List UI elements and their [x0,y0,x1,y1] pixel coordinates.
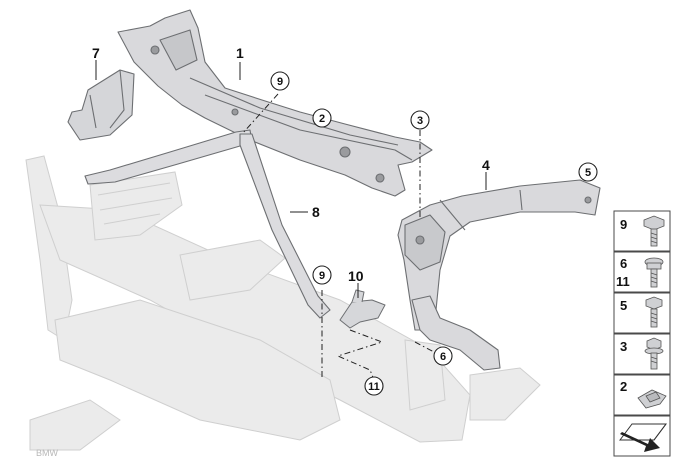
installation-arrow-icon [619,423,667,452]
callout-5: 5 [578,162,598,182]
svg-text:2: 2 [319,113,325,125]
fastener-row-symbol [613,415,671,457]
fastener-row-2: 2 [613,374,671,416]
callout-2: 2 [312,108,332,128]
fastener-row-3: 3 [613,333,671,375]
part-1-upper-cross-member [117,9,433,197]
ghost-front-end-carrier [25,155,541,451]
callout-10: 10 [348,268,364,284]
bolt-hex-icon [645,296,663,328]
callout-4: 4 [482,157,490,173]
svg-text:6: 6 [440,351,446,363]
watermark: BMW [36,448,59,458]
svg-text:5: 5 [585,167,591,179]
callout-3: 3 [410,110,430,130]
svg-text:11: 11 [616,274,630,289]
svg-text:9: 9 [620,217,627,232]
svg-text:11: 11 [368,381,380,393]
svg-text:3: 3 [417,115,423,127]
fastener-row-9: 9 [613,210,671,252]
bolt-washer-icon [644,337,664,370]
assembly-lines [241,93,435,381]
svg-text:2: 2 [620,379,627,394]
part-4-side-carrier [397,179,601,371]
svg-text:6: 6 [620,256,627,271]
spring-nut-clip-icon [637,389,667,409]
svg-text:5: 5 [620,298,627,313]
callout-6: 6 [433,346,453,366]
leader-lines [95,60,487,298]
callout-9-upper: 9 [270,71,290,91]
part-7-cover [67,69,135,141]
part-8-strut-brace [84,129,331,319]
callout-1: 1 [236,45,244,61]
fastener-panel: 9 6 11 5 [613,210,671,457]
callout-9-lower: 9 [312,265,332,285]
callout-8: 8 [312,204,320,220]
bolt-flange-icon [643,215,665,247]
fastener-row-6-11: 6 11 [613,251,671,293]
fastener-row-5: 5 [613,292,671,334]
torx-bolt-icon [644,257,664,288]
callout-11: 11 [364,376,384,396]
svg-text:9: 9 [277,76,283,88]
callout-7: 7 [92,45,100,61]
svg-text:9: 9 [319,270,325,282]
svg-text:3: 3 [620,339,627,354]
